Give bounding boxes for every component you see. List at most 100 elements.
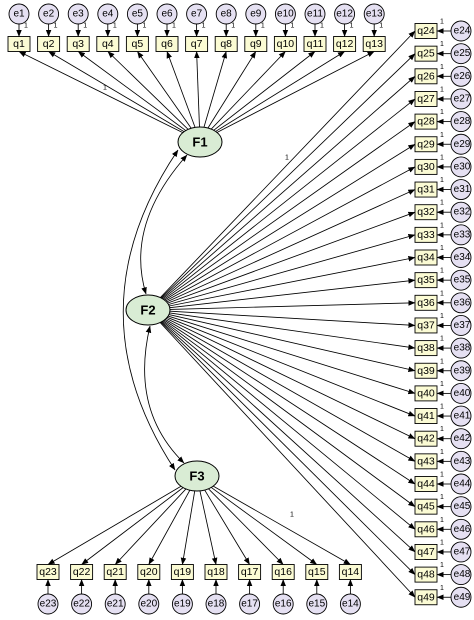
error-node-right	[450, 360, 472, 382]
loading-weight-label-f3: 1	[290, 512, 294, 519]
loading-path-f2	[162, 321, 416, 530]
fixed-weight-label: 1	[440, 177, 444, 184]
indicator-box-right	[414, 476, 438, 492]
error-node-top	[8, 3, 30, 25]
error-node-right	[450, 201, 472, 223]
loading-path-f3	[204, 489, 250, 565]
error-label: e23	[40, 599, 57, 610]
error-label: e48	[454, 569, 471, 580]
error-label: e44	[454, 479, 471, 490]
fixed-weight-label: 1	[440, 290, 444, 297]
error-node-top	[245, 3, 267, 25]
fixed-weight-label: 1	[440, 358, 444, 365]
error-label: e5	[132, 9, 144, 20]
fixed-weight-label: 1	[440, 86, 444, 93]
loading-path-f1	[137, 51, 192, 129]
loading-path-f2	[167, 211, 416, 304]
fixed-weight-label: 1	[440, 109, 444, 116]
error-label: e24	[454, 26, 471, 37]
factor-f3-ellipse	[174, 460, 220, 492]
loading-path-f2	[168, 233, 416, 305]
error-node-top	[156, 3, 178, 25]
fixed-weight-label: 1	[440, 404, 444, 411]
factor-f1-label: F1	[192, 135, 207, 150]
indicator-label: q5	[132, 38, 144, 50]
factor-f2-ellipse	[125, 294, 171, 326]
indicator-box-top	[7, 36, 31, 52]
fixed-weight-label: 1	[440, 562, 444, 569]
error-label: e11	[307, 9, 323, 20]
indicator-box-right	[414, 566, 438, 583]
indicator-label: q28	[417, 116, 435, 128]
indicator-box-top	[273, 36, 297, 52]
loading-path-f2	[160, 30, 416, 298]
loading-path-f2	[164, 143, 416, 301]
error-node-right	[450, 133, 472, 155]
indicator-label: q11	[307, 38, 324, 50]
indicator-label: q19	[174, 566, 192, 578]
loading-path-f3	[212, 485, 351, 565]
indicator-label: q37	[417, 319, 435, 331]
loading-path-f2	[169, 278, 416, 309]
error-label: e40	[454, 388, 471, 399]
error-node-right	[450, 20, 472, 42]
factor-f2-label: F2	[140, 303, 155, 318]
indicator-label: q22	[73, 566, 91, 578]
fixed-weight-label: 1	[440, 268, 444, 275]
indicator-label: q18	[207, 566, 225, 578]
error-node-top	[126, 3, 148, 25]
fixed-weight-label: 1	[440, 41, 444, 48]
indicator-box-right	[414, 158, 438, 175]
error-label: e19	[174, 599, 191, 610]
error-label: e31	[454, 184, 471, 195]
indicator-box-top	[333, 36, 357, 52]
fixed-weight-label: 1	[440, 222, 444, 229]
error-node-top	[215, 3, 237, 25]
indicator-box-top	[303, 36, 327, 52]
indicator-box-right	[414, 340, 438, 357]
indicator-label: q33	[417, 229, 435, 241]
error-label: e16	[275, 599, 292, 610]
loading-path-f2	[169, 312, 416, 350]
indicator-box-bottom	[70, 564, 94, 580]
indicator-box-right	[414, 589, 438, 606]
error-node-right	[450, 518, 472, 540]
fixed-weight-label: 1	[290, 23, 294, 30]
indicator-box-right	[414, 90, 438, 107]
indicator-box-top	[214, 36, 238, 52]
error-label: e13	[366, 9, 383, 20]
error-label: e43	[454, 456, 471, 467]
error-node-right	[450, 586, 472, 608]
loading-path-f1	[215, 51, 345, 132]
indicator-box-bottom	[338, 564, 362, 580]
loading-path-f3	[81, 487, 184, 565]
loading-path-f2	[161, 321, 416, 553]
loading-path-f3	[199, 490, 218, 565]
loading-path-f2	[168, 315, 416, 395]
error-label: e22	[73, 599, 90, 610]
loading-path-f2	[160, 53, 416, 299]
indicator-label: q39	[417, 365, 435, 377]
error-node-top	[67, 3, 89, 25]
loading-path-f2	[164, 318, 416, 462]
fixed-weight-label: 1	[440, 517, 444, 524]
loading-path-f2	[169, 310, 416, 328]
loading-weight-label-f2: 1	[285, 155, 289, 162]
fixed-weight-label: 1	[261, 23, 265, 30]
loading-path-f1	[18, 51, 183, 134]
indicator-label: q29	[417, 138, 435, 150]
error-node-bottom	[205, 593, 227, 615]
error-node-right	[450, 292, 472, 314]
loading-path-f3	[148, 489, 191, 565]
fixed-weight-label: 1	[142, 23, 146, 30]
indicator-label: q31	[417, 184, 435, 196]
error-label: e9	[250, 9, 262, 20]
error-node-bottom	[104, 593, 126, 615]
error-label: e35	[454, 275, 471, 286]
fixed-weight-label: 1	[202, 23, 206, 30]
loading-path-f1	[77, 51, 187, 131]
error-node-right	[450, 541, 472, 563]
error-node-top	[97, 3, 119, 25]
indicator-box-right	[414, 68, 438, 85]
error-label: e30	[454, 161, 471, 172]
